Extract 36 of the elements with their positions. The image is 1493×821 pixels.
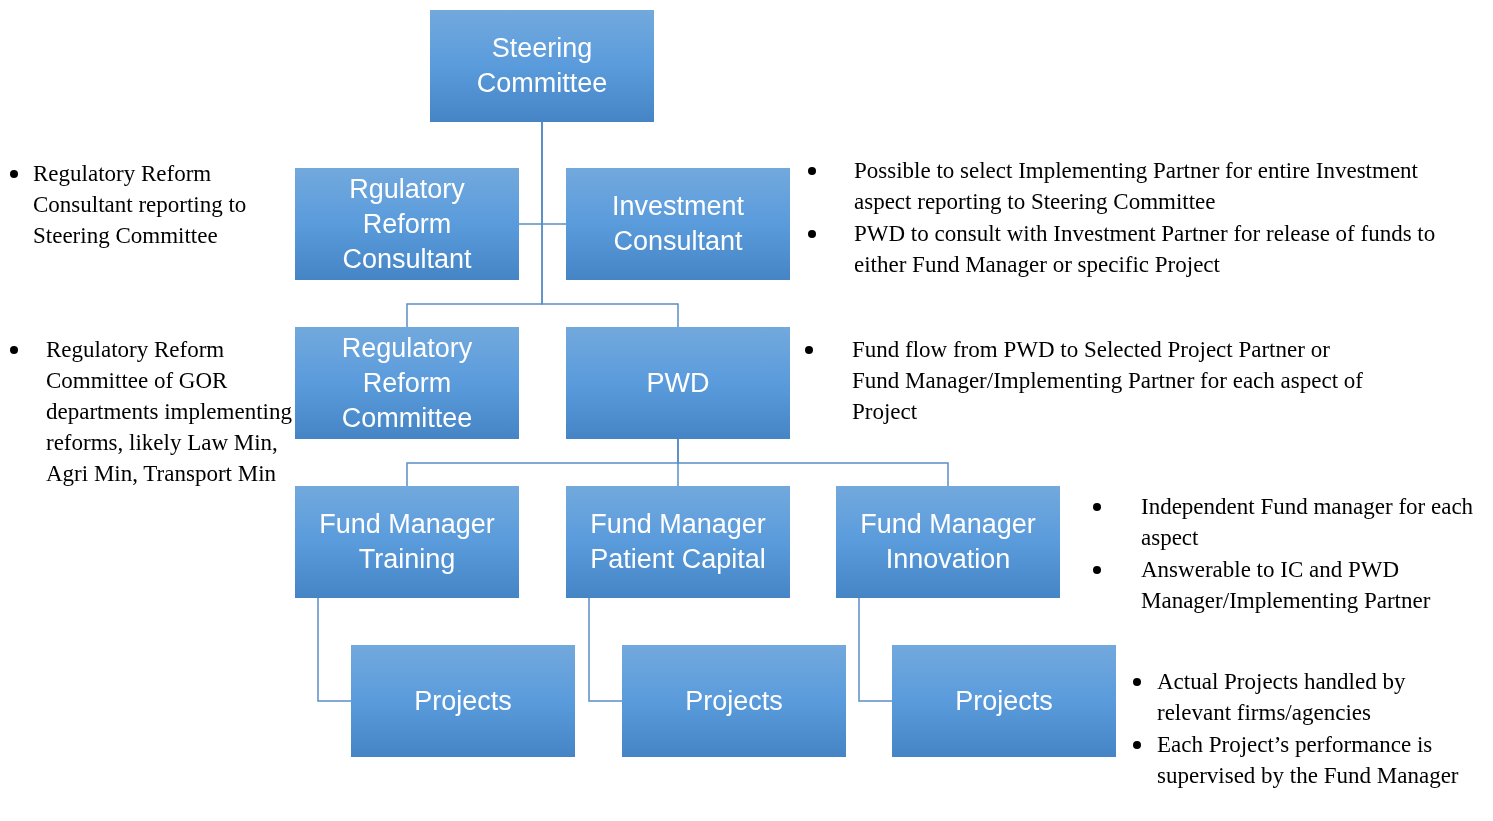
org-box — [295, 486, 519, 598]
note-text: Regulatory Reform Consultant reporting to Steering Committee — [33, 160, 248, 250]
box-title: Steering Committee — [475, 32, 609, 100]
org-box — [295, 168, 519, 280]
box-title: Regulatory Reform Committee — [340, 331, 474, 435]
note-text: Possible to select Implementing Partner for entire Investment aspect reporting to Steering Committee — [854, 157, 1419, 216]
connector-line — [858, 597, 893, 702]
org-box — [892, 645, 1116, 757]
org-box — [295, 327, 519, 439]
box-title: Investment Consultant — [610, 190, 746, 258]
box-title: Projects — [955, 684, 1053, 718]
box-title: Projects — [414, 684, 512, 718]
note-text: Independent Fund manager for each aspect — [1141, 493, 1475, 552]
org-box — [566, 327, 790, 439]
note-text: PWD to consult with Investment Partner for release of funds to either Fund Manager or specific Project — [854, 220, 1437, 279]
connector-line — [541, 121, 679, 328]
box-title: Fund Manager Innovation — [859, 508, 1037, 576]
note-text: Answerable to IC and PWD Manager/Implementing Partner — [1141, 556, 1432, 615]
box-title: Fund Manager Patient Capital — [589, 508, 767, 576]
note-text: Actual Projects handled by relevant firms/agencies — [1157, 668, 1407, 727]
org-box — [622, 645, 846, 757]
connector-line — [317, 597, 352, 702]
note-text: Regulatory Reform Committee of GOR departments implementing reforms, likely Law Min, Agri Min, Transport Min — [46, 336, 293, 488]
box-title: PWD — [646, 366, 710, 400]
connector-line — [677, 438, 949, 487]
org-box — [566, 486, 790, 598]
connector-line — [588, 597, 623, 702]
note-text: Each Project’s performance is supervised by the Fund Manager — [1157, 731, 1460, 790]
box-title: Fund Manager Training — [318, 508, 496, 576]
org-box — [351, 645, 575, 757]
box-title: Projects — [685, 684, 783, 718]
org-box — [566, 168, 790, 280]
note-text: Fund flow from PWD to Selected Project Partner or Fund Manager/Implementing Partner for each aspect of Project — [852, 336, 1364, 426]
org-box — [430, 10, 654, 122]
box-title: Rgulatory Reform Consultant — [341, 172, 473, 276]
org-box — [836, 486, 1060, 598]
